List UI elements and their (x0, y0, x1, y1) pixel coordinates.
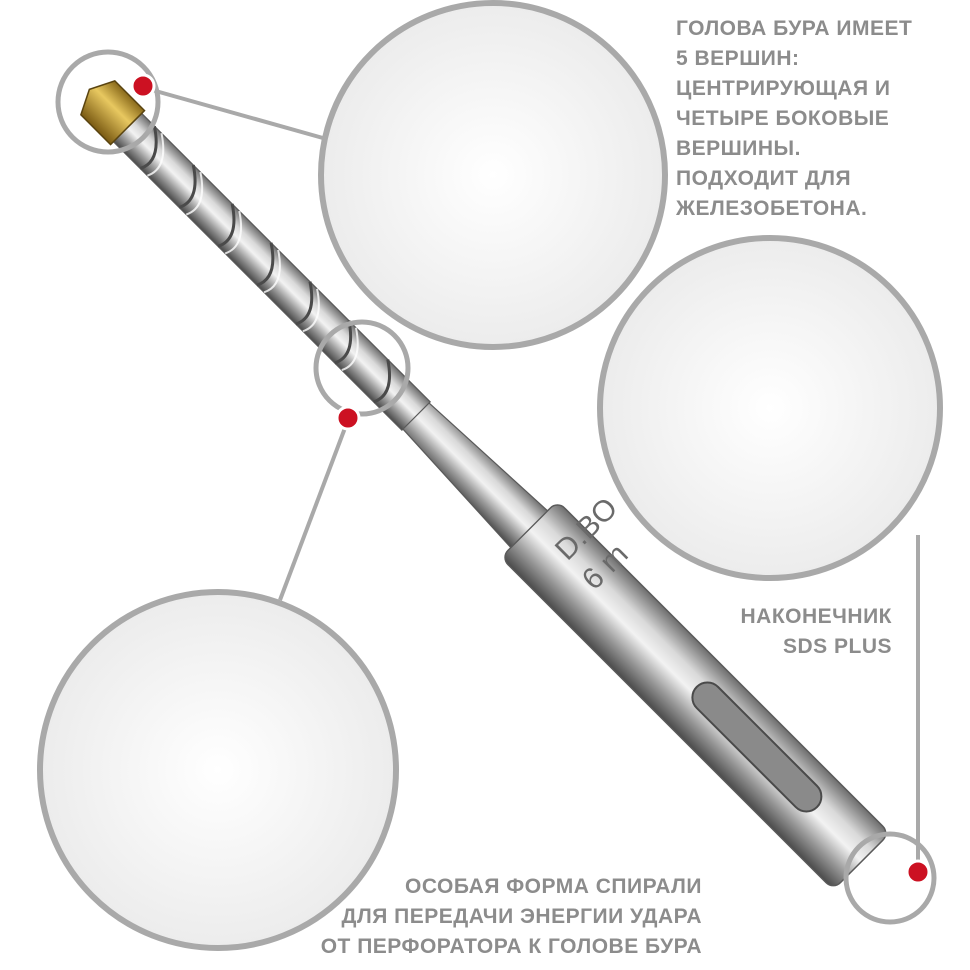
caption-sds-plus: НАКОНЕЧНИК SDS PLUS (741, 602, 893, 662)
marker-dot-spiral (335, 405, 361, 431)
caption-spiral: ОСОБАЯ ФОРМА СПИРАЛИ ДЛЯ ПЕРЕДАЧИ ЭНЕРГИИ… (321, 872, 702, 962)
marker-dot-head (130, 73, 156, 99)
caption-sds-plus-line: SDS PLUS (782, 635, 892, 658)
caption-drill-head-line: ГОЛОВА БУРА ИМЕЕТ (676, 17, 913, 40)
callout-connectors (144, 86, 920, 872)
caption-drill-head-line: ПОДХОДИТ ДЛЯ (676, 167, 852, 190)
caption-sds-plus-line: НАКОНЕЧНИК (740, 605, 892, 628)
highlight-ring-spiral (313, 319, 411, 417)
zoom-sds-detail (597, 235, 943, 581)
caption-drill-head-line: ЦЕНТРИРУЮЩАЯ И (676, 77, 891, 100)
caption-drill-head-line: 5 ВЕРШИН: (676, 47, 800, 70)
caption-spiral-line: ДЛЯ ПЕРЕДАЧИ ЭНЕРГИИ УДАРА (341, 905, 702, 928)
carbide-tip (80, 80, 146, 146)
sds-groove (691, 681, 823, 813)
caption-drill-head-line: ЖЕЛЕЗОБЕТОНА. (676, 197, 868, 220)
caption-spiral-line: ОСОБАЯ ФОРМА СПИРАЛИ (405, 875, 702, 898)
marker-dots (130, 73, 931, 885)
spiral-flutes (139, 125, 392, 404)
marker-dot-sds (905, 859, 931, 885)
zoom-head-detail (318, 0, 668, 350)
highlight-ring-sds (843, 831, 937, 925)
caption-drill-head-line: ВЕРШИНЫ. (676, 137, 801, 160)
highlight-ring-head (55, 49, 161, 155)
caption-spiral-line: ОТ ПЕРФОРАТОРА К ГОЛОВЕ БУРА (320, 935, 702, 958)
caption-drill-head: ГОЛОВА БУРА ИМЕЕТ 5 ВЕРШИН: ЦЕНТРИРУЮЩАЯ И… (676, 14, 912, 224)
caption-drill-head-line: ЧЕТЫРЕ БОКОВЫЕ (676, 107, 890, 130)
zoom-spiral-detail (37, 589, 399, 951)
